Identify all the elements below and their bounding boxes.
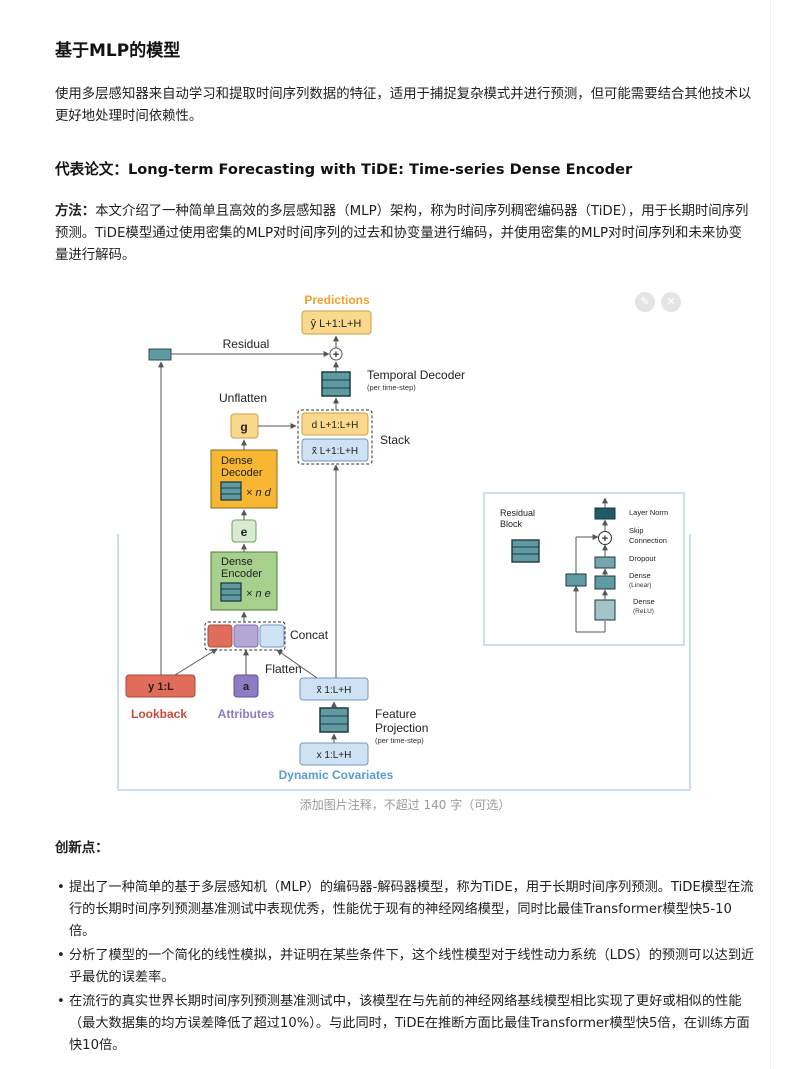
method-text: 本文介绍了一种简单且高效的多层感知器（MLP）架构，称为时间序列稠密编码器（Ti… (55, 204, 749, 263)
dynamic-covariates-label: Dynamic Covariates (279, 768, 394, 782)
innovation-list: 提出了一种简单的基于多层感知机（MLP）的编码器-解码器模型，称为TiDE，用于… (55, 877, 755, 1059)
method-label: 方法： (55, 204, 96, 219)
dense-decoder-layer-icon (220, 481, 242, 501)
inset-dense-linear-label-1: Dense (629, 571, 651, 580)
concat-label: Concat (290, 628, 329, 642)
inset-skip-label-2: Connection (629, 536, 667, 545)
future-covariate-box (301, 438, 369, 462)
inset-residual-block-label-1: Residual (500, 508, 535, 518)
covariates-to-concat-arrow (276, 649, 318, 679)
sum-plus-icon: + (333, 349, 339, 361)
close-image-icon[interactable]: ✕ (661, 292, 681, 312)
inset-residual-block-label-2: Block (500, 519, 523, 529)
feature-projection-label-1: Feature (375, 707, 417, 721)
temporal-decoder-block (321, 371, 351, 397)
g-vector-symbol: g (240, 420, 247, 434)
inset-layer-norm (594, 507, 616, 520)
lookback-to-concat-arrow (174, 648, 218, 676)
content-edge-line (770, 0, 771, 1069)
dense-encoder-layer-icon (220, 582, 242, 602)
residual-block-inset (483, 492, 685, 646)
attributes-label: Attributes (218, 707, 275, 721)
dense-decoder-label-1: Dense (221, 455, 253, 467)
temporal-decoder-note: (per time-step) (367, 383, 416, 392)
paper-title: 代表论文：Long-term Forecasting with TiDE: Ti… (55, 161, 633, 178)
prediction-output-box (301, 310, 372, 335)
projected-covariates-box (299, 677, 369, 701)
intro-paragraph: 使用多层感知器来自动学习和提取时间序列数据的特征，适用于捕捉复杂模式并进行预测，… (55, 87, 752, 124)
dense-encoder-label-1: Dense (221, 556, 253, 568)
tide-diagram: Predictions ŷ L+1:L+H Residual + Tempora… (117, 293, 691, 791)
method-paragraph: 方法：本文介绍了一种简单且高效的多层感知器（MLP）架构，称为时间序列稠密编码器… (55, 201, 755, 267)
predictions-label: Predictions (304, 293, 370, 307)
figure-frame (117, 534, 691, 791)
section-title: 基于MLP的模型 (55, 41, 181, 61)
inset-dropout (594, 556, 616, 569)
inset-skip-label-1: Skip (629, 526, 644, 535)
e-vector-symbol: e (241, 525, 248, 539)
image-caption-placeholder[interactable]: 添加图片注释，不超过 140 字（可选） (299, 798, 511, 812)
inset-dense-relu (594, 599, 616, 621)
projected-covariates-symbol: x̃ 1:L+H (316, 685, 351, 696)
concat-lookback-cell (207, 624, 233, 648)
list-item: 分析了模型的一个简化的线性模拟，并证明在某些条件下，这个线性模型对于线性动力系统… (55, 945, 755, 989)
tide-architecture-figure[interactable]: Predictions ŷ L+1:L+H Residual + Tempora… (55, 284, 755, 794)
residual-label: Residual (223, 337, 270, 351)
flatten-label: Flatten (265, 662, 302, 676)
inset-dense-relu-label-1: Dense (633, 597, 655, 606)
inset-skip-dense (565, 573, 587, 587)
prediction-output-symbol: ŷ L+1:L+H (311, 318, 362, 330)
dense-encoder-label-2: Encoder (221, 568, 262, 580)
list-item: 提出了一种简单的基于多层感知机（MLP）的编码器-解码器模型，称为TiDE，用于… (55, 877, 755, 943)
dense-decoder-label-2: Decoder (221, 467, 263, 479)
inset-plus-icon: + (602, 533, 608, 545)
decoded-vector-symbol: d L+1:L+H (312, 420, 359, 431)
decoded-vector-box (301, 412, 369, 436)
inset-sum-node (598, 531, 612, 545)
edit-image-icon[interactable]: ✎ (635, 292, 655, 312)
inset-residual-block-icon (511, 539, 540, 563)
dense-decoder-repeat: × n d (246, 487, 272, 499)
residual-block-small (148, 348, 172, 361)
raw-covariates-symbol: x 1:L+H (317, 750, 352, 761)
dense-encoder-repeat: × n e (246, 588, 271, 600)
future-covariate-symbol: x̃ L+1:L+H (312, 446, 358, 457)
feature-projection-note: (per time-step) (375, 736, 424, 745)
list-item: 在流行的真实世界长期时间序列预测基准测试中，该模型在与先前的神经网络基线模型相比… (55, 991, 755, 1057)
innovation-title: 创新点： (55, 841, 109, 856)
inset-dropout-label: Dropout (629, 554, 657, 563)
stack-label: Stack (380, 433, 411, 447)
inset-dense-linear-label-2: (Linear) (629, 582, 651, 589)
temporal-decoder-label: Temporal Decoder (367, 368, 465, 382)
inset-dense-relu-label-2: (ReLU) (633, 608, 654, 615)
inset-dense-linear (594, 575, 616, 590)
concat-covariates-cell (259, 624, 285, 648)
lookback-symbol: y 1:L (148, 681, 174, 693)
stack-group (297, 409, 373, 465)
inset-layer-norm-label: Layer Norm (629, 508, 668, 517)
lookback-label: Lookback (131, 707, 187, 721)
concat-attributes-cell (233, 624, 259, 648)
attributes-symbol: a (243, 681, 250, 693)
unflatten-label: Unflatten (219, 391, 267, 405)
feature-projection-label-2: Projection (375, 721, 428, 735)
feature-projection-block (319, 707, 349, 733)
